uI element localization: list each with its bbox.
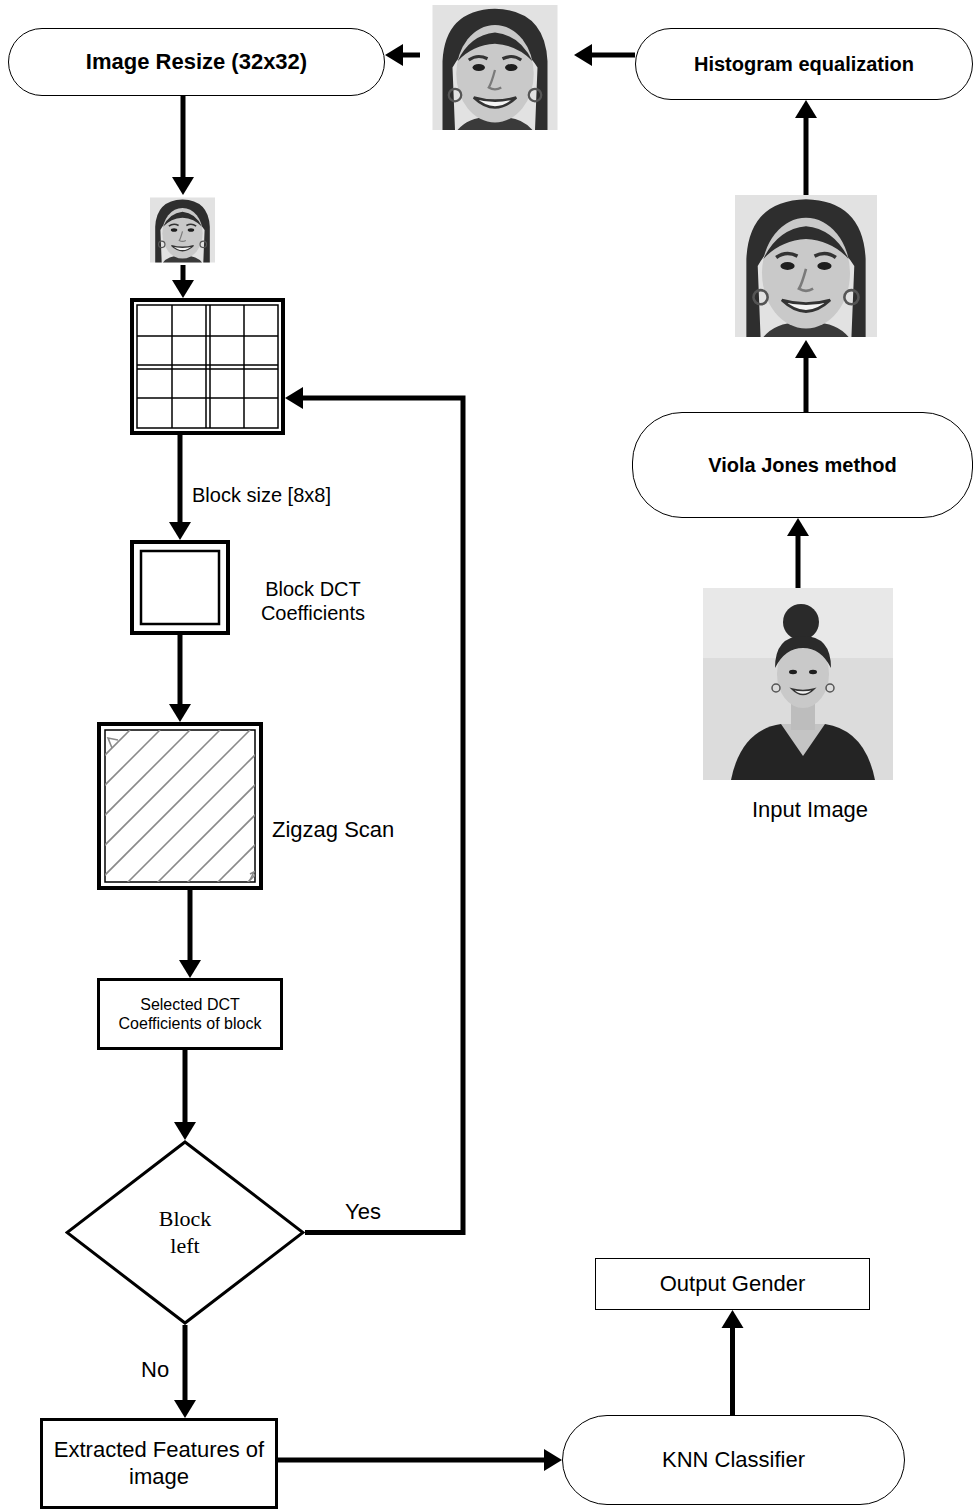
- arrow-connector: [172, 96, 194, 298]
- node-label: Block size [8x8]: [192, 483, 382, 507]
- resized-face-image: [150, 198, 215, 263]
- output-box: Output Gender: [595, 1258, 870, 1310]
- arrow-head: [172, 280, 194, 298]
- arrow-connector: [169, 635, 191, 722]
- node-label: Block DCT Coefficients: [248, 577, 378, 625]
- arrow-head: [722, 1310, 744, 1328]
- connector-line: [590, 53, 635, 58]
- connector-line: [796, 534, 801, 588]
- arrow-head: [795, 100, 817, 118]
- diamond-shape: [67, 1142, 303, 1323]
- process-box: Extracted Features of image: [40, 1418, 278, 1509]
- arrow-connector: [174, 1050, 196, 1140]
- equalized-face-image: [433, 5, 558, 130]
- node-label: Zigzag Scan: [272, 817, 422, 843]
- arrow-connector: [722, 1310, 744, 1415]
- node-label: Viola Jones method: [708, 453, 897, 477]
- connector-line: [401, 53, 420, 58]
- arrow-connector: [278, 1449, 562, 1471]
- arrow-head: [795, 340, 817, 358]
- process-terminal: KNN Classifier: [562, 1415, 905, 1505]
- connector-line: [730, 1326, 735, 1415]
- arrow-head: [179, 960, 201, 978]
- node-label: KNN Classifier: [662, 1447, 805, 1473]
- node-label: Histogram equalization: [694, 52, 914, 76]
- arrow-head: [787, 518, 809, 536]
- connector-line: [181, 265, 186, 282]
- process-box: Selected DCT Coefficients of block: [97, 978, 283, 1050]
- edge-label: No: [139, 1357, 171, 1383]
- node-label: Extracted Features of image: [49, 1437, 269, 1490]
- arrow-head: [174, 1122, 196, 1140]
- arrow-connector: [169, 435, 191, 540]
- arrow-connector: [787, 518, 809, 588]
- connector-line: [183, 1050, 188, 1124]
- connector-line: [183, 1325, 188, 1402]
- connector-line: [804, 356, 809, 412]
- input-image: Input Image: [703, 588, 893, 780]
- zigzag-block: Zigzag Scan: [97, 722, 263, 890]
- arrow-connector: [285, 387, 463, 1233]
- arrow-connector: [179, 890, 201, 978]
- arrow-head: [385, 44, 403, 66]
- arrow-head: [174, 1400, 196, 1418]
- arrow-connector: [385, 44, 635, 66]
- arrow-connector: [795, 100, 817, 412]
- node-label: Input Image: [730, 797, 890, 823]
- arrow-head: [172, 177, 194, 195]
- arrow-head: [285, 387, 303, 409]
- connector-line: [181, 96, 186, 179]
- connector-line: [278, 1458, 546, 1463]
- node-label: Image Resize (32x32): [86, 49, 307, 75]
- connector-line: [301, 398, 463, 1233]
- arrow-head: [169, 704, 191, 722]
- detected-face-image: [735, 195, 877, 337]
- decision-diamond: Block left: [65, 1140, 305, 1325]
- arrow-connector: [174, 1325, 196, 1418]
- input-photo: [703, 588, 893, 780]
- arrow-head: [574, 44, 592, 66]
- node-label: Selected DCT Coefficients of block: [106, 995, 274, 1033]
- process-terminal: Histogram equalization: [635, 28, 973, 100]
- dct-block: Block DCT Coefficients: [130, 540, 230, 635]
- connector-line: [178, 635, 183, 706]
- arrow-head: [169, 522, 191, 540]
- process-terminal: Image Resize (32x32): [8, 28, 385, 96]
- arrow-head: [544, 1449, 562, 1471]
- block-grid: Block size [8x8]: [130, 298, 285, 435]
- edge-label: Yes: [343, 1199, 383, 1225]
- node-label: Block left: [150, 1206, 220, 1259]
- connector-line: [178, 435, 183, 524]
- dct-block-symbol: [132, 542, 228, 633]
- block-grid: [132, 300, 283, 433]
- node-label: Output Gender: [660, 1271, 806, 1297]
- connector-line: [188, 890, 193, 962]
- process-terminal: Viola Jones method: [632, 412, 973, 518]
- connector-line: [804, 116, 809, 195]
